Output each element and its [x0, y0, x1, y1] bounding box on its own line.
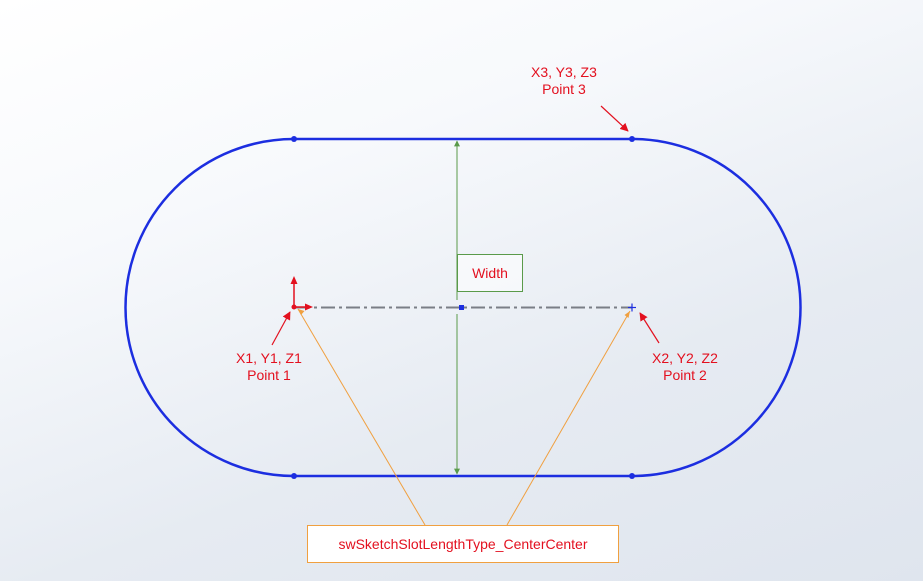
origin-icon	[290, 276, 313, 311]
tangent-point-top-right[interactable]	[629, 136, 635, 142]
tangent-point-top-left[interactable]	[291, 136, 297, 142]
point-3-coords: X3, Y3, Z3	[531, 64, 597, 80]
point-2-name: Point 2	[663, 367, 707, 383]
point-3-label: X3, Y3, Z3 Point 3	[531, 64, 597, 98]
point-1-coords: X1, Y1, Z1	[236, 350, 302, 366]
centerline-midpoint[interactable]	[459, 305, 464, 310]
point-1-arrow	[271, 311, 291, 346]
leader-line-point-1	[297, 308, 426, 526]
point-3-arrow	[600, 105, 629, 132]
point-1-label: X1, Y1, Z1 Point 1	[236, 350, 302, 384]
point-2-arrow	[639, 312, 660, 344]
point-3-name: Point 3	[542, 81, 586, 97]
tangent-point-bottom-right[interactable]	[629, 473, 635, 479]
point-1-name: Point 1	[247, 367, 291, 383]
tangent-point-bottom-left[interactable]	[291, 473, 297, 479]
point-2-marker[interactable]	[628, 303, 636, 312]
slot-length-type-label: swSketchSlotLengthType_CenterCenter	[307, 525, 619, 563]
point-2-coords: X2, Y2, Z2	[652, 350, 718, 366]
width-dimension-label[interactable]: Width	[457, 254, 523, 292]
leader-line-point-2	[506, 310, 631, 526]
point-2-label: X2, Y2, Z2 Point 2	[652, 350, 718, 384]
